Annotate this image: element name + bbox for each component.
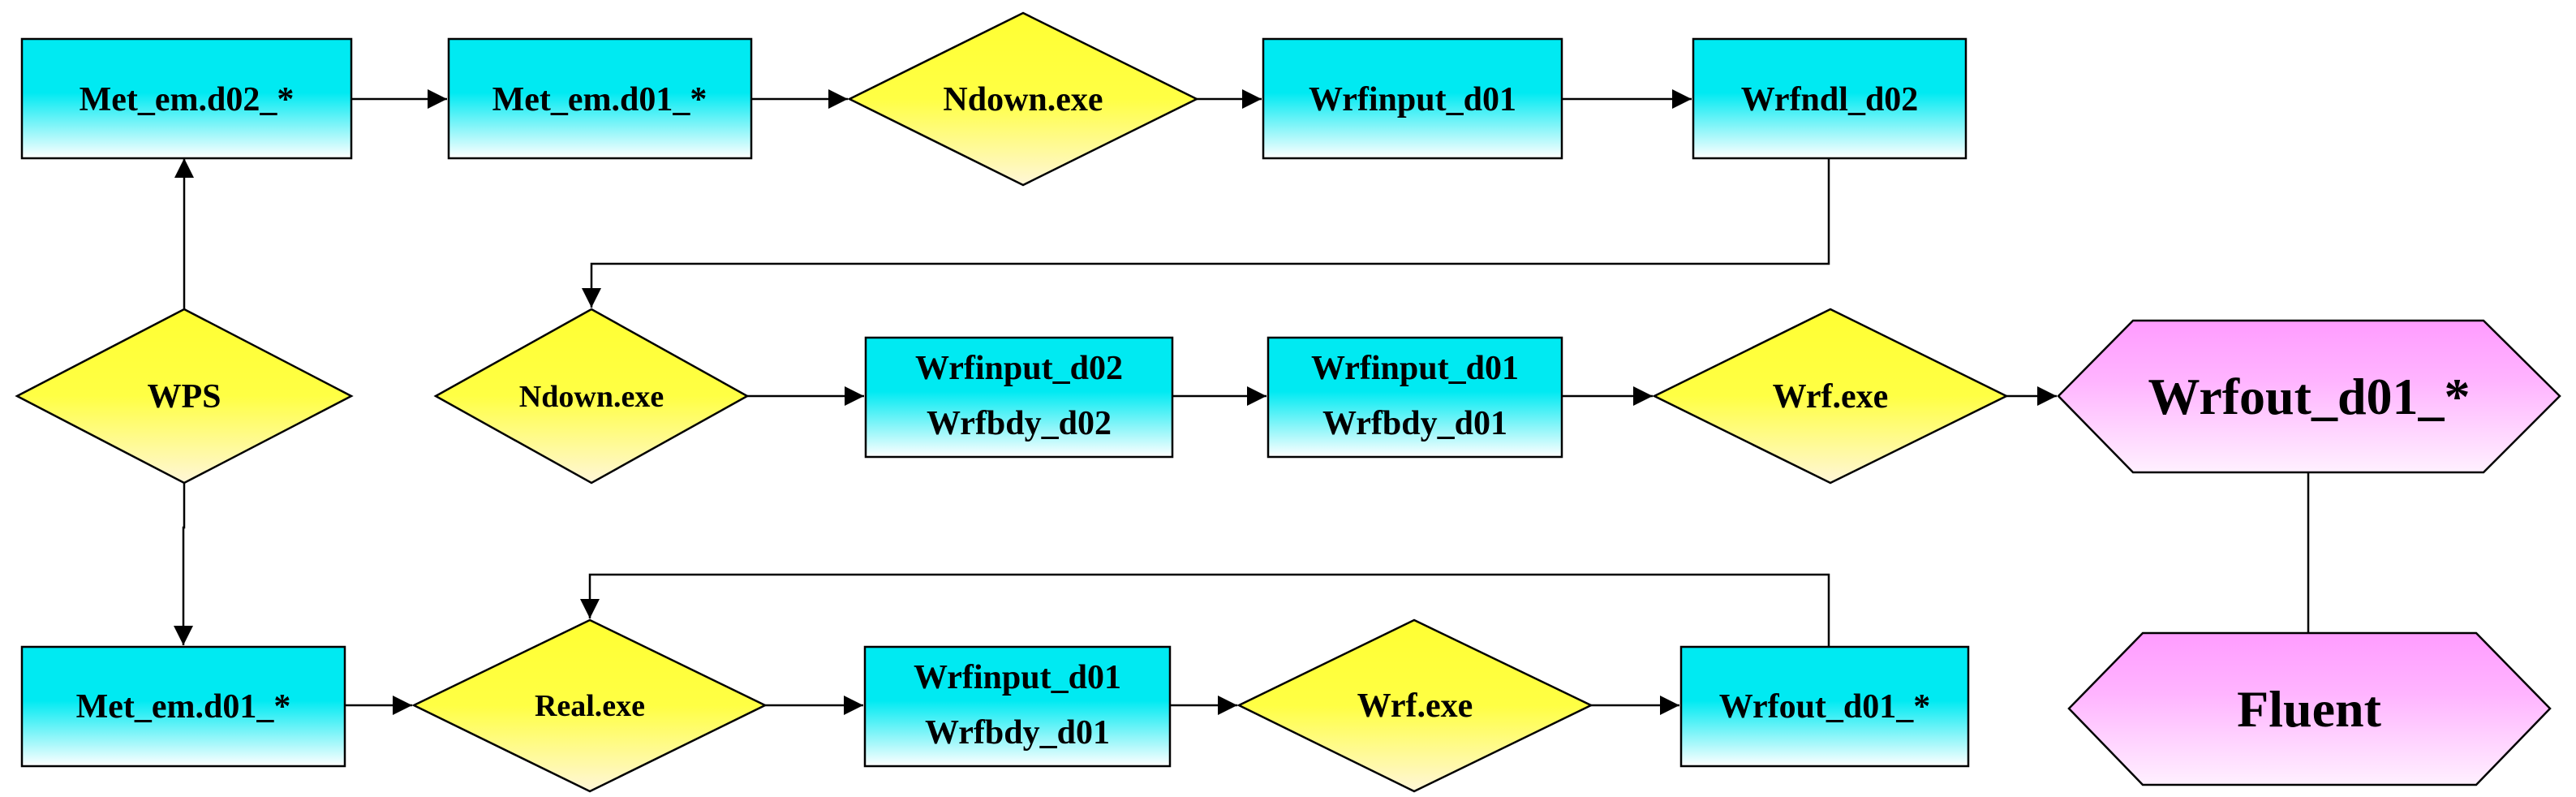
edge-wrfndl-to-ndown-mid — [582, 158, 1830, 308]
node-label: Wrf.exe — [1357, 687, 1473, 725]
node-met-em-d01-bottom: Met_em.d01_* — [20, 645, 346, 768]
node-label: Wrf.exe — [1773, 378, 1889, 416]
node-label-line2: Wrfbdy_d02 — [927, 405, 1112, 442]
node-label-line2: Wrfbdy_d01 — [1322, 405, 1507, 442]
node-wrfinput-d01-wrfbdy-d01-mid: Wrfinput_d01 Wrfbdy_d01 — [1266, 336, 1563, 459]
node-label: Fluent — [2237, 680, 2381, 738]
edges — [174, 89, 2310, 715]
edge-wps-to-metem-d01-bot — [174, 483, 193, 645]
node-label: Met_em.d01_* — [76, 688, 291, 726]
node-wrfout-d01-bottom: Wrfout_d01_* — [1679, 645, 1970, 768]
node-label-line2: Wrfbdy_d01 — [925, 714, 1110, 752]
node-wrfndl-d02: Wrfndl_d02 — [1692, 37, 1967, 160]
node-label: Ndown.exe — [519, 380, 664, 414]
node-ndown-exe-top: Ndown.exe — [847, 11, 1199, 187]
node-label-line1: Wrfinput_d02 — [915, 350, 1123, 387]
node-wrf-exe-mid: Wrf.exe — [1652, 308, 2009, 485]
node-wrfinput-d02-wrfbdy-d02: Wrfinput_d02 Wrfbdy_d02 — [864, 336, 1174, 459]
node-met-em-d02: Met_em.d02_* — [20, 37, 353, 160]
node-label-line1: Wrfinput_d01 — [914, 659, 1121, 696]
node-wps: WPS — [15, 308, 354, 485]
node-label: Met_em.d01_* — [492, 81, 707, 118]
node-real-exe: Real.exe — [411, 618, 768, 793]
edge-wrfout-bot-loop-to-real — [580, 573, 1830, 646]
node-label: Real.exe — [535, 689, 645, 723]
node-label: Wrfinput_d01 — [1309, 81, 1516, 118]
node-label: Wrfout_d01_* — [2148, 368, 2470, 425]
node-label: WPS — [147, 378, 221, 416]
node-wrfinput-d01-wrfbdy-d01-bottom: Wrfinput_d01 Wrfbdy_d01 — [863, 645, 1172, 768]
node-label: Wrfndl_d02 — [1741, 81, 1919, 118]
node-fluent: Fluent — [2067, 631, 2552, 786]
node-label: Met_em.d02_* — [80, 81, 295, 118]
node-wrf-exe-bottom: Wrf.exe — [1236, 618, 1593, 793]
node-label-line1: Wrfinput_d01 — [1311, 350, 1519, 387]
node-ndown-exe-mid: Ndown.exe — [433, 308, 750, 485]
node-wrfout-d01-final: Wrfout_d01_* — [2057, 319, 2561, 474]
node-met-em-d01-top: Met_em.d01_* — [447, 37, 753, 160]
node-label: Wrfout_d01_* — [1719, 688, 1931, 726]
node-label: Ndown.exe — [943, 81, 1103, 118]
node-wrfinput-d01-top: Wrfinput_d01 — [1262, 37, 1563, 160]
